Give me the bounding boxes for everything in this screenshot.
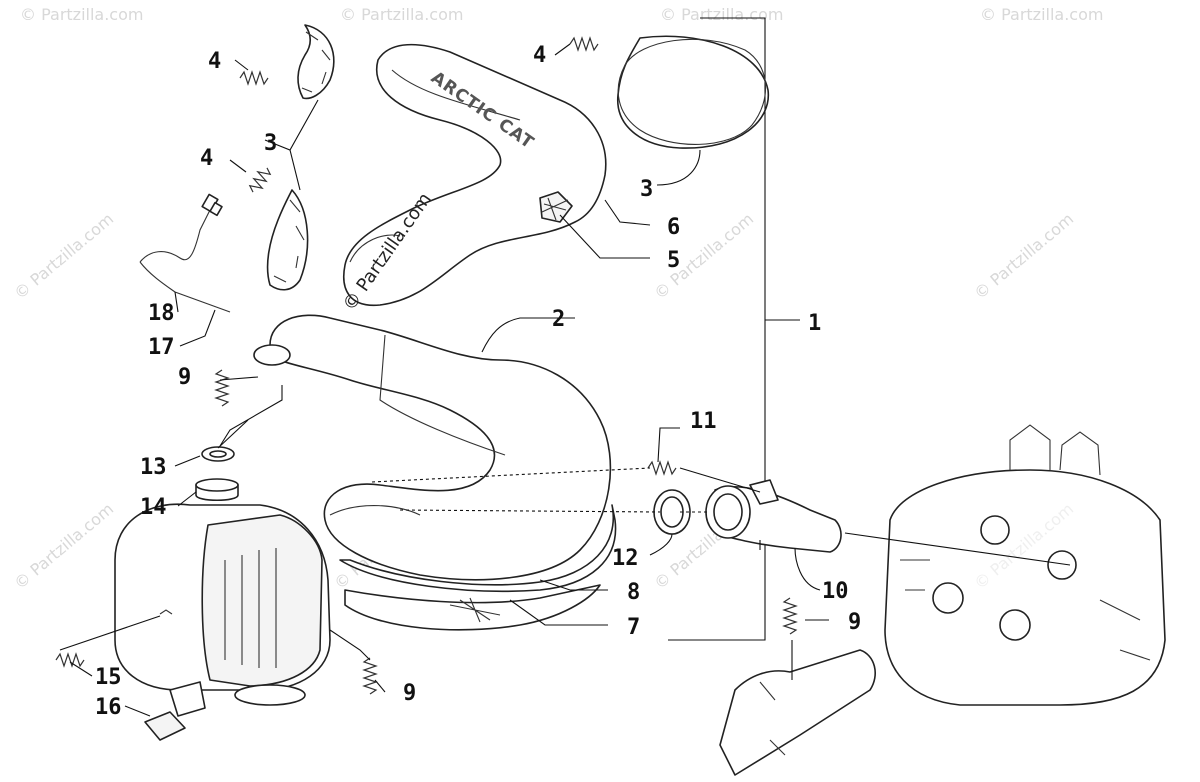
callout-11: 11 — [690, 409, 717, 434]
callout-5: 5 — [667, 248, 680, 273]
callout-15: 15 — [95, 665, 122, 690]
clamp-chain-left-upper — [297, 24, 335, 100]
chassis-bracket — [719, 649, 876, 776]
watermark: © Partzilla.com — [970, 209, 1077, 303]
exhaust-temp-sensor — [139, 193, 231, 313]
muffler — [114, 503, 331, 706]
spring-9-left — [214, 369, 230, 407]
callout-4-top-left: 4 — [208, 49, 221, 74]
spring-4-top-right — [569, 36, 599, 52]
grommet — [201, 446, 235, 462]
callout-12: 12 — [612, 546, 639, 571]
callout-4-top-right: 4 — [533, 43, 546, 68]
watermark: © Partzilla.com — [340, 5, 463, 24]
watermark: © Partzilla.com — [660, 5, 783, 24]
callout-9-bottom: 9 — [403, 681, 416, 706]
callout-3-right: 3 — [640, 177, 653, 202]
spring-4-top-left — [239, 70, 269, 86]
spring-9-right — [782, 597, 798, 635]
callout-17: 17 — [148, 335, 175, 360]
clamp-chain-right — [617, 35, 770, 149]
callout-13: 13 — [140, 455, 167, 480]
callout-8: 8 — [627, 580, 640, 605]
callout-9-right: 9 — [848, 610, 861, 635]
gasket-ring — [653, 489, 691, 535]
leader-lines — [59, 43, 1071, 717]
callout-18: 18 — [148, 301, 175, 326]
callout-6: 6 — [667, 215, 680, 240]
mesh-screen — [539, 191, 573, 223]
callout-1: 1 — [808, 311, 821, 336]
spring-4-mid-left — [248, 167, 272, 193]
assembly-bracket — [668, 17, 800, 641]
watermark: © Partzilla.com — [980, 5, 1103, 24]
callout-labels: 1 2 3 3 4 4 4 5 6 7 8 9 9 9 10 11 12 13 … — [95, 43, 861, 720]
coupler — [195, 478, 239, 502]
callout-14: 14 — [140, 495, 167, 520]
spring-15 — [55, 652, 85, 668]
exhaust-manifold — [705, 479, 842, 553]
watermark: © Partzilla.com — [20, 5, 143, 24]
engine-block — [884, 424, 1166, 706]
heat-shield-upper: ARCTIC CAT — [343, 43, 607, 307]
clamp-chain-left-lower — [266, 189, 309, 291]
callout-10: 10 — [822, 579, 849, 604]
spring-11 — [647, 460, 677, 476]
callout-7: 7 — [627, 615, 640, 640]
watermark: © Partzilla.com — [10, 209, 117, 303]
callout-16: 16 — [95, 695, 122, 720]
watermark: © Partzilla.com — [10, 499, 117, 593]
spring-9-bottom — [362, 657, 378, 695]
muffler-bracket — [144, 681, 206, 741]
callout-9-left: 9 — [178, 365, 191, 390]
callout-3-left: 3 — [264, 131, 277, 156]
expansion-chamber — [253, 314, 612, 581]
callout-4-mid-left: 4 — [200, 146, 213, 171]
callout-2: 2 — [552, 307, 565, 332]
